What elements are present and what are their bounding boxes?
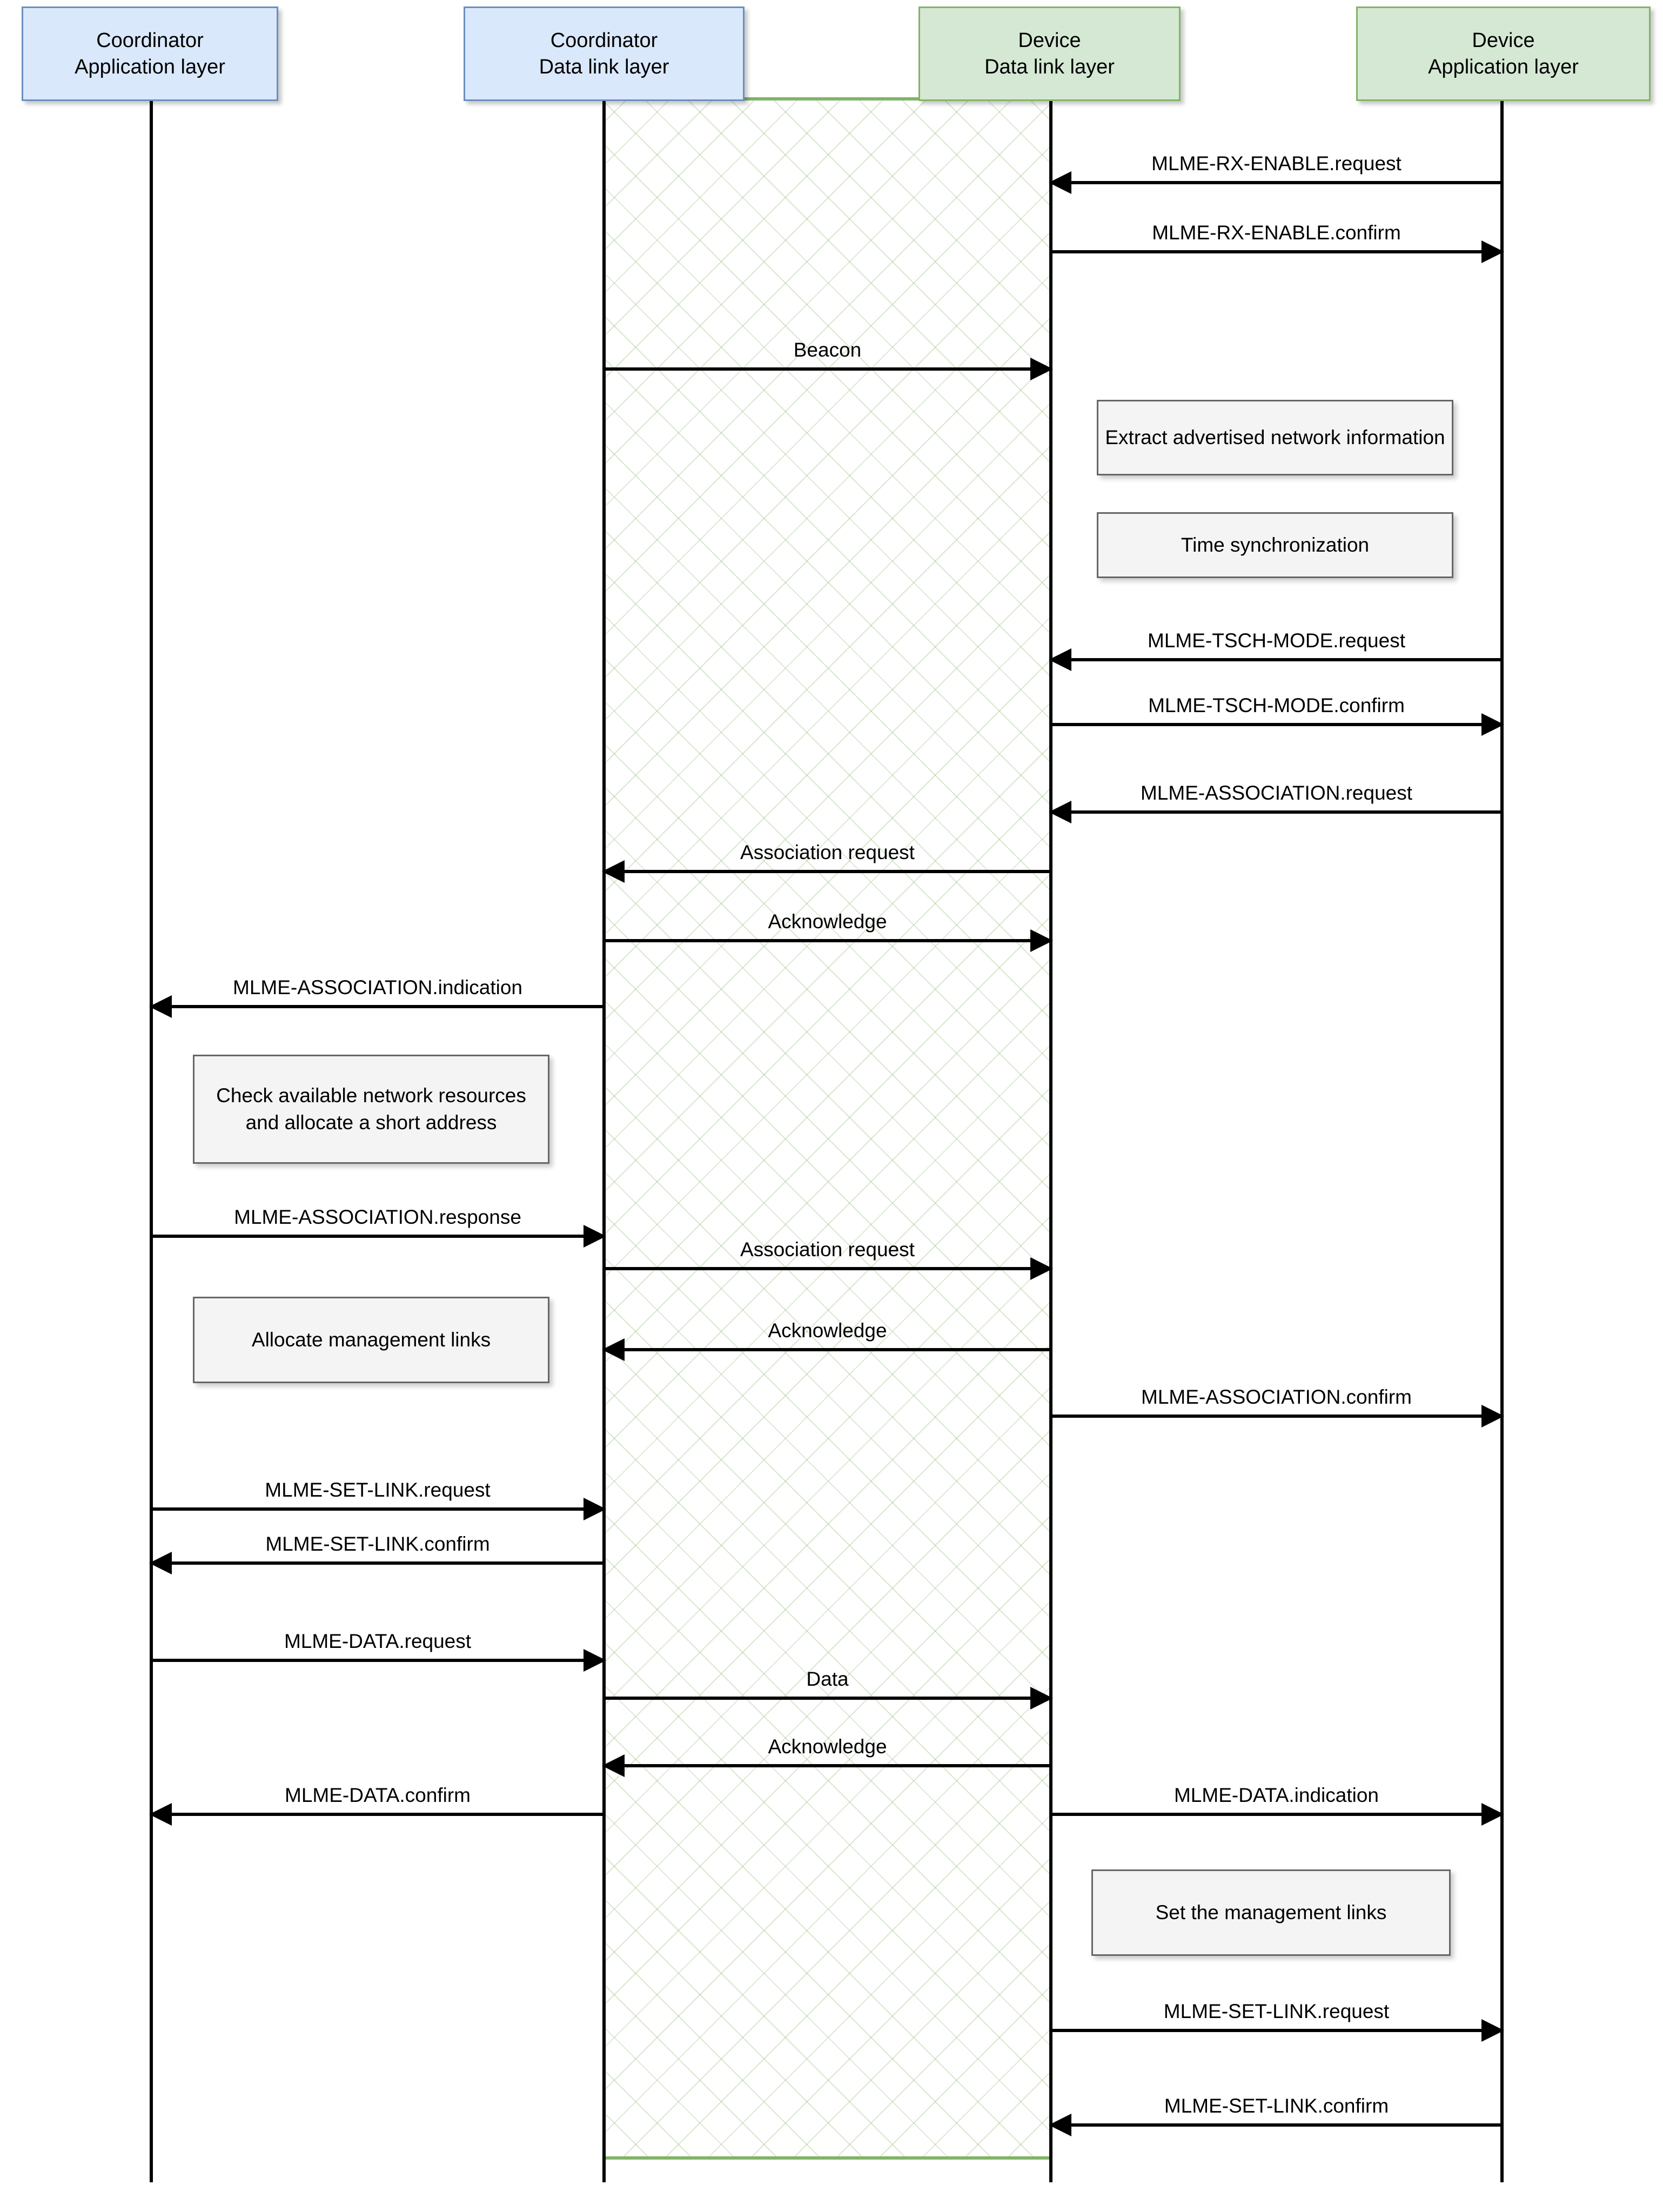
arrowhead-left-icon <box>1049 2114 1071 2136</box>
message-label: MLME-DATA.indication <box>1174 1784 1379 1806</box>
arrowhead-left-icon <box>1049 648 1071 671</box>
arrowhead-left-icon <box>149 1803 172 1826</box>
lifeline-title-line2: Data link layer <box>539 55 669 78</box>
message-line <box>151 1507 604 1511</box>
message-line <box>1051 1415 1502 1418</box>
arrowhead-right-icon <box>584 1649 606 1672</box>
message-line <box>604 367 1051 371</box>
message-line <box>1051 658 1502 661</box>
arrowhead-right-icon <box>1481 1405 1504 1427</box>
message-label: Beacon <box>793 339 862 361</box>
arrowhead-right-icon <box>1481 2019 1504 2042</box>
message-label: MLME-RX-ENABLE.confirm <box>1152 222 1401 244</box>
message-label: MLME-SET-LINK.request <box>265 1479 491 1501</box>
message-line <box>1051 181 1502 184</box>
arrowhead-right-icon <box>1481 240 1504 263</box>
message-label: MLME-ASSOCIATION.indication <box>233 976 522 998</box>
arrowhead-right-icon <box>584 1498 606 1520</box>
arrowhead-left-icon <box>1049 171 1071 194</box>
arrowhead-right-icon <box>1030 1257 1053 1280</box>
arrowhead-left-icon <box>602 1338 625 1361</box>
message-line <box>151 1005 604 1008</box>
message-line <box>151 1235 604 1238</box>
message-label: MLME-SET-LINK.confirm <box>265 1533 490 1555</box>
note-text: Time synchronization <box>1181 534 1370 557</box>
note-text: Allocate management links <box>251 1329 491 1351</box>
message-label: MLME-RX-ENABLE.request <box>1151 152 1402 175</box>
message-line <box>1051 2029 1502 2032</box>
note-set-the-management-links: Set the management links <box>1091 1869 1451 1956</box>
message-label: MLME-ASSOCIATION.request <box>1140 782 1413 804</box>
message-label: MLME-ASSOCIATION.response <box>234 1206 521 1228</box>
arrowhead-left-icon <box>149 995 172 1018</box>
message-label: Association request <box>740 1238 915 1261</box>
message-line <box>1051 250 1502 253</box>
arrowhead-left-icon <box>602 860 625 883</box>
message-label: Acknowledge <box>768 910 887 933</box>
arrowhead-right-icon <box>584 1225 606 1248</box>
message-label: MLME-DATA.request <box>284 1630 472 1652</box>
note-allocate-management-links: Allocate management links <box>193 1297 549 1383</box>
arrowhead-left-icon <box>149 1552 172 1574</box>
lifeline-device-app <box>1500 101 1504 2182</box>
message-label: Data <box>806 1668 849 1690</box>
message-label: Acknowledge <box>768 1735 887 1758</box>
lifeline-header-device-app[interactable]: Device Application layer <box>1356 6 1651 101</box>
message-label: MLME-TSCH-MODE.request <box>1148 629 1405 652</box>
message-line <box>1051 1813 1502 1816</box>
message-label: MLME-SET-LINK.confirm <box>1164 2095 1389 2117</box>
lifeline-header-device-dll[interactable]: Device Data link layer <box>918 6 1181 101</box>
message-line <box>604 1764 1051 1767</box>
arrowhead-left-icon <box>1049 801 1071 823</box>
note-text: Check available network resources and al… <box>216 1084 526 1134</box>
tsch-activation-band <box>604 97 1052 2160</box>
message-label: MLME-ASSOCIATION.confirm <box>1141 1386 1412 1408</box>
note-text: Extract advertised network information <box>1105 426 1445 449</box>
lifeline-device-dll <box>1049 101 1052 2182</box>
message-line <box>604 939 1051 942</box>
message-label: MLME-DATA.confirm <box>285 1784 471 1806</box>
message-line <box>151 1561 604 1565</box>
message-line <box>604 1697 1051 1700</box>
lifeline-title-line2: Application layer <box>1428 55 1579 78</box>
message-label: Association request <box>740 841 915 863</box>
arrowhead-right-icon <box>1030 358 1053 380</box>
message-line <box>604 1348 1051 1351</box>
lifeline-title-line1: Coordinator <box>96 29 204 52</box>
note-extract-advertised-network-information: Extract advertised network information <box>1097 400 1453 475</box>
message-label: MLME-TSCH-MODE.confirm <box>1148 694 1405 716</box>
arrowhead-right-icon <box>1030 1687 1053 1710</box>
message-label: MLME-SET-LINK.request <box>1163 2000 1390 2022</box>
message-line <box>1051 2123 1502 2127</box>
lifeline-title-line2: Data link layer <box>984 55 1115 78</box>
lifeline-title-line1: Device <box>1472 29 1535 52</box>
message-line <box>1051 810 1502 814</box>
note-text: Set the management links <box>1155 1901 1387 1924</box>
lifeline-coord-dll <box>602 101 606 2182</box>
lifeline-title-line2: Application layer <box>75 55 225 78</box>
message-line <box>151 1813 604 1816</box>
arrowhead-right-icon <box>1030 929 1053 952</box>
note-check-available-network-resources: Check available network resources and al… <box>193 1055 549 1164</box>
arrowhead-right-icon <box>1481 1803 1504 1826</box>
lifeline-title-line1: Coordinator <box>550 29 658 52</box>
message-line <box>151 1659 604 1662</box>
arrowhead-right-icon <box>1481 713 1504 736</box>
message-line <box>604 1267 1051 1270</box>
message-line <box>604 870 1051 873</box>
message-label: Acknowledge <box>768 1319 887 1342</box>
lifeline-header-coord-app[interactable]: Coordinator Application layer <box>22 6 278 101</box>
arrowhead-left-icon <box>602 1754 625 1777</box>
message-line <box>1051 723 1502 726</box>
lifeline-title-line1: Device <box>1018 29 1081 52</box>
lifeline-coord-app <box>150 101 153 2182</box>
note-time-synchronization: Time synchronization <box>1097 512 1453 578</box>
lifeline-header-coord-dll[interactable]: Coordinator Data link layer <box>464 6 745 101</box>
